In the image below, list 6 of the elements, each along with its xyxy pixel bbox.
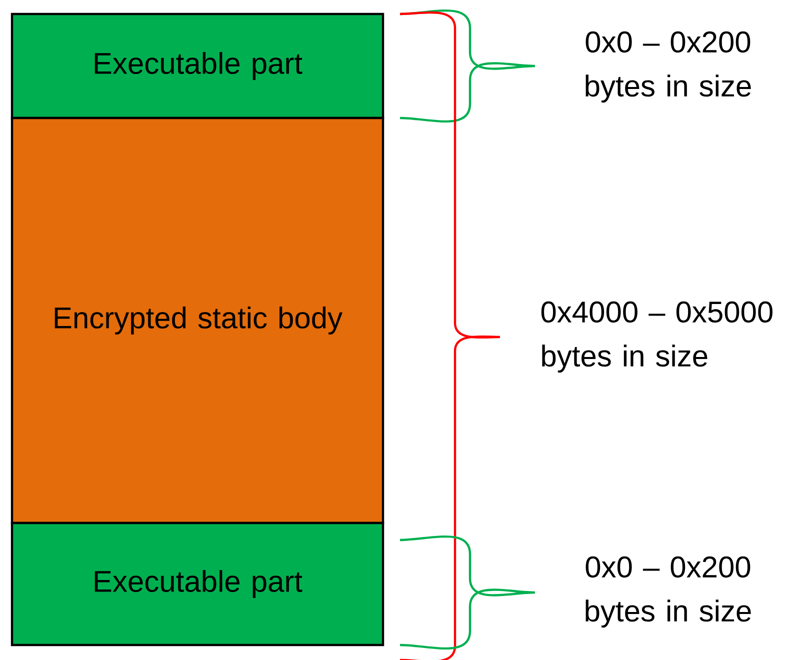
- section-box: Executable part: [10, 522, 384, 646]
- size-label: 0x0 – 0x200 bytes in size: [586, 556, 751, 628]
- section-box: Executable part: [10, 12, 384, 120]
- size-label: 0x4000 – 0x5000 bytes in size: [541, 301, 772, 373]
- section-box: Encrypted static body: [10, 116, 384, 524]
- size-label: 0x0 – 0x200 bytes in size: [586, 31, 751, 103]
